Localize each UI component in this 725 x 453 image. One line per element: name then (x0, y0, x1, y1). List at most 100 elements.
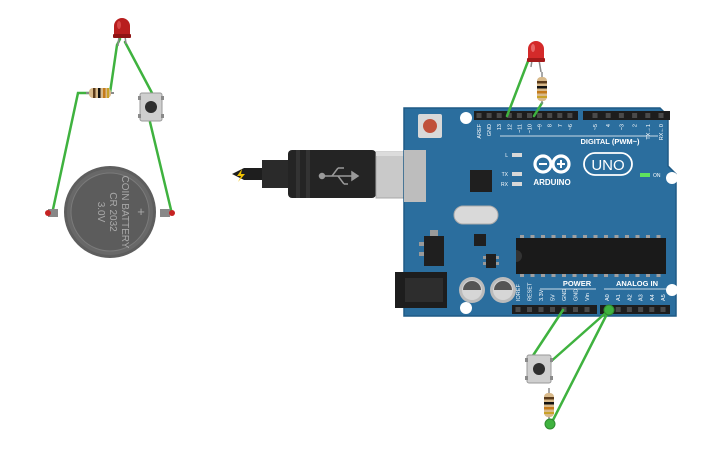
left-red-led[interactable] (113, 18, 131, 47)
arduino-brand-label: ARDUINO (533, 178, 570, 187)
pin-socket[interactable] (626, 307, 632, 312)
pin-label: A5 (661, 294, 667, 301)
pin-socket[interactable] (584, 307, 590, 312)
pin-socket[interactable] (605, 113, 611, 118)
pin-socket[interactable] (592, 113, 598, 118)
pin-socket[interactable] (660, 307, 666, 312)
wire-a0-to-resistor[interactable] (549, 308, 611, 426)
pin-label: RX←0 (659, 124, 665, 140)
uno-label: UNO (591, 157, 624, 174)
pin-socket[interactable] (649, 307, 655, 312)
pin-label: A0 (605, 294, 611, 301)
tx-led-label: TX (502, 172, 509, 178)
capacitor (459, 277, 485, 303)
pin-label: 7 (558, 124, 564, 127)
coin-battery[interactable]: COIN BATTERY CR 2032 3.0V + (45, 166, 175, 258)
pin-label: ~5 (593, 124, 599, 130)
power-header-label: POWER (563, 279, 592, 288)
pin-socket[interactable] (538, 307, 544, 312)
wire-resistor-to-pin13[interactable] (532, 101, 544, 118)
pin-label: RESET (528, 282, 534, 301)
left-resistor[interactable] (86, 88, 114, 98)
pin-label: 12 (507, 124, 513, 130)
atmega-chip (516, 235, 666, 277)
pin-label: A4 (650, 294, 656, 301)
pin-label: ~10 (528, 124, 534, 133)
pin-socket[interactable] (486, 113, 492, 118)
pin-socket[interactable] (527, 113, 532, 118)
pin-label: 4 (606, 124, 612, 127)
pin-socket[interactable] (537, 113, 543, 118)
rx-led-label: RX (501, 182, 509, 188)
wire-led-to-button[interactable] (123, 40, 154, 95)
a0-wire-endpoint[interactable] (603, 304, 615, 316)
status-leds: L TX RX (501, 153, 522, 188)
pin-label: GND (574, 289, 580, 301)
pin-socket[interactable] (573, 307, 578, 312)
digital-header-label: DIGITAL (PWM~) (580, 137, 640, 146)
left-pushbutton[interactable] (138, 92, 164, 122)
pin-socket[interactable] (615, 307, 621, 312)
wire-button-to-battery-pos[interactable] (148, 120, 174, 216)
pin-socket[interactable] (506, 113, 512, 118)
lightning-icon (237, 169, 245, 182)
resistor-wire-endpoint[interactable] (544, 418, 556, 430)
pin-label: ~11 (517, 124, 523, 133)
pin-socket[interactable] (567, 113, 573, 118)
bottom-resistor[interactable] (544, 388, 554, 424)
top-red-led[interactable] (527, 41, 545, 73)
usb-cable[interactable] (232, 150, 425, 199)
mount-hole (460, 112, 472, 124)
pin-label: A3 (639, 294, 645, 301)
pin-socket[interactable] (645, 113, 651, 118)
small-chip (474, 234, 486, 246)
pin-socket[interactable] (476, 113, 482, 118)
wire-resistor-to-led[interactable] (108, 37, 122, 95)
l-led-label: L (505, 153, 508, 159)
capacitor (490, 277, 516, 303)
top-resistor[interactable] (537, 72, 547, 104)
battery-voltage-label: 3.0V (95, 202, 106, 223)
pin-socket[interactable] (618, 113, 624, 118)
pin-socket[interactable] (638, 307, 644, 312)
battery-model-label: CR 2032 (107, 192, 118, 232)
pin-socket[interactable] (515, 307, 521, 312)
wire-5v-to-button[interactable] (530, 308, 565, 359)
pin-label: ~3 (619, 124, 625, 130)
uno-badge: UNO (583, 152, 633, 176)
pin-label: A1 (616, 294, 622, 301)
mount-hole (666, 172, 678, 184)
bottom-pushbutton[interactable] (525, 354, 553, 384)
pin-label: A2 (627, 294, 633, 301)
wire-led-to-gnd[interactable] (505, 54, 532, 118)
pin-label: AREF (477, 123, 483, 138)
pin-label: 2 (633, 124, 639, 127)
pin-socket[interactable] (547, 113, 553, 118)
usb-chip (470, 170, 492, 192)
reset-button[interactable] (418, 114, 442, 138)
pin-socket[interactable] (516, 113, 522, 118)
board-usb-jack (404, 150, 426, 202)
battery-brand-label: COIN BATTERY (119, 176, 130, 249)
mount-hole (666, 284, 678, 296)
pin-socket[interactable] (557, 113, 563, 118)
pin-socket[interactable] (550, 307, 555, 312)
wire-a0-to-button[interactable] (546, 308, 611, 366)
on-label: ON (653, 173, 661, 179)
usb-symbol-icon (318, 167, 360, 185)
power-jack (395, 272, 447, 308)
pin-socket[interactable] (496, 113, 502, 118)
battery-plus-symbol: + (137, 204, 145, 219)
pin-label: 5V (551, 294, 557, 301)
pin-socket[interactable] (527, 307, 532, 312)
pin-socket[interactable] (632, 113, 638, 118)
left-circuit: COIN BATTERY CR 2032 3.0V + (45, 18, 175, 258)
pin-label: 8 (548, 124, 554, 127)
pin-socket[interactable] (658, 113, 664, 118)
pin-label: ~9 (538, 124, 544, 130)
